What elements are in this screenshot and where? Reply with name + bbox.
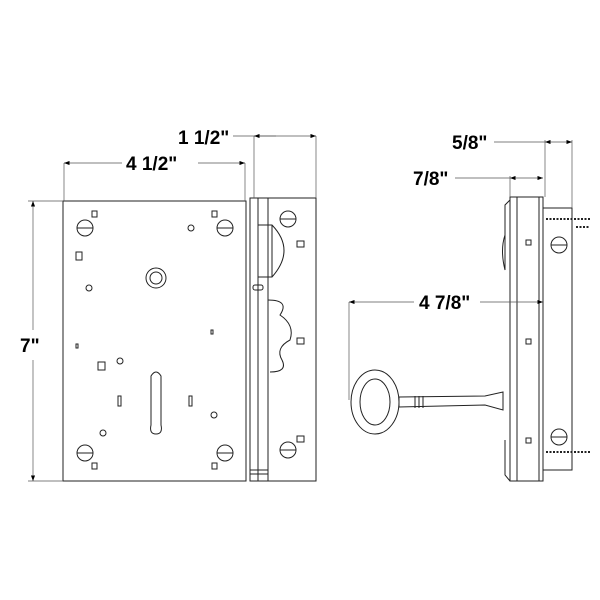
key: [350, 369, 504, 435]
mounting-block: [542, 207, 573, 471]
lock-body: [62, 200, 247, 482]
deadbolt-ornament: [267, 299, 292, 373]
keyhole: [150, 371, 162, 435]
dimension-mount-depth: 5/8": [452, 133, 487, 154]
wood-screws: [546, 218, 590, 453]
dimension-body-depth: 7/8": [413, 169, 448, 190]
rivets: [75, 210, 305, 470]
front-view: [62, 197, 317, 482]
latch-bolt: [258, 224, 285, 278]
side-view: [350, 196, 590, 482]
dimension-key-projection: 4 7/8": [419, 293, 470, 314]
front-dimensions: 1 1/2" 4 1/2" 7": [20, 128, 317, 482]
dimension-height: 7": [20, 336, 40, 357]
dimension-body-width: 4 1/2": [126, 154, 177, 175]
side-dimensions: 5/8" 7/8" 4 7/8": [348, 133, 573, 400]
screws: [76, 210, 297, 462]
faceplate: [249, 197, 317, 482]
dimension-faceplate-width: 1 1/2": [178, 128, 229, 149]
spindle-hole: [145, 267, 167, 289]
